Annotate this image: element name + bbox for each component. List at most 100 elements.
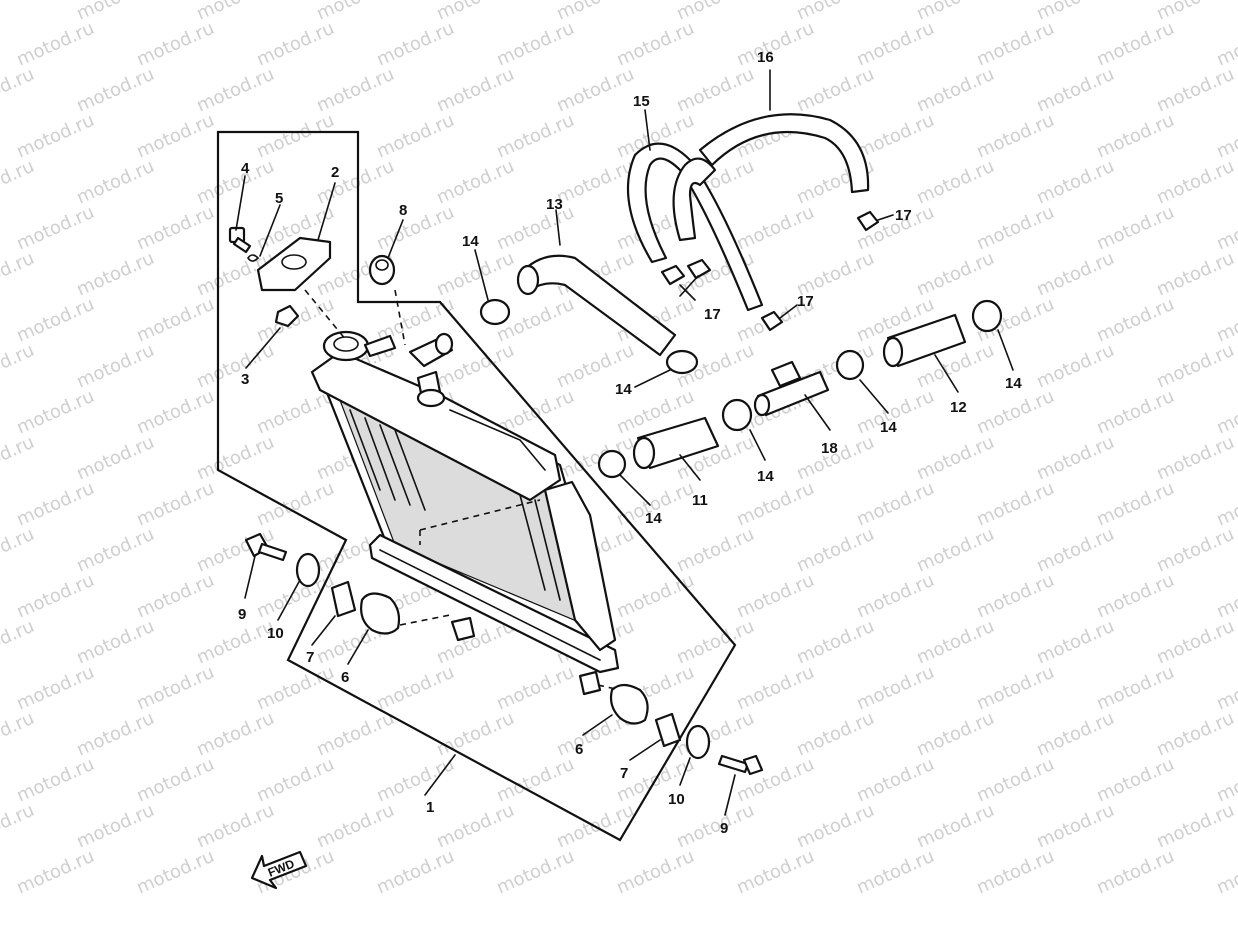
callout-7b: 7: [620, 765, 628, 782]
callout-10b: 10: [668, 791, 685, 808]
watermark-text: motod.ru: [1033, 248, 1117, 301]
watermark-text: motod.ru: [313, 64, 397, 117]
callout-2: 2: [331, 164, 339, 181]
watermark-text: motod.ru: [0, 340, 37, 393]
watermark-text: motod.ru: [493, 846, 577, 899]
watermark-text: motod.ru: [1093, 754, 1177, 807]
watermark-text: motod.ru: [913, 432, 997, 485]
callout-1: 1: [426, 799, 434, 816]
watermark-text: motod.ru: [973, 570, 1057, 623]
watermark-text: motod.ru: [1033, 156, 1117, 209]
watermark-text: motod.ru: [673, 708, 757, 761]
small-clips: [660, 210, 880, 332]
watermark-text: motod.ru: [1213, 846, 1238, 899]
watermark-text: motod.ru: [973, 478, 1057, 531]
watermark-text: motod.ru: [493, 202, 577, 255]
watermark-text: motod.ru: [193, 340, 277, 393]
watermark-text: motod.ru: [913, 800, 997, 853]
watermark-text: motod.ru: [0, 0, 37, 25]
watermark-text: motod.ru: [973, 662, 1057, 715]
watermark-text: motod.ru: [73, 64, 157, 117]
watermark-text: motod.ru: [13, 202, 97, 255]
watermark-text: motod.ru: [1153, 248, 1237, 301]
watermark-text: motod.ru: [1093, 662, 1177, 715]
watermark-text: motod.ru: [733, 662, 817, 715]
callout-14d: 14: [757, 468, 774, 485]
watermark-text: motod.ru: [973, 110, 1057, 163]
watermark-text: motod.ru: [1093, 18, 1177, 71]
lower-hose-11: [632, 416, 720, 470]
watermark-text: motod.ru: [253, 18, 337, 71]
watermark-text: motod.ru: [1213, 754, 1238, 807]
watermark-text: motod.ru: [1153, 708, 1237, 761]
hose-clamps: [479, 298, 1003, 479]
watermark-text: motod.ru: [253, 294, 337, 347]
watermark-text: motod.ru: [1033, 64, 1117, 117]
watermark-text: motod.ru: [73, 432, 157, 485]
watermark-text: motod.ru: [853, 18, 937, 71]
watermark-text: motod.ru: [373, 202, 457, 255]
watermark-text: motod.ru: [613, 570, 697, 623]
watermark-text: motod.ru: [133, 754, 217, 807]
watermark-text: motod.ru: [673, 64, 757, 117]
watermark-text: motod.ru: [973, 202, 1057, 255]
leader-lines: [235, 69, 1014, 816]
watermark-text: motod.ru: [1153, 800, 1237, 853]
watermark-text: motod.ru: [853, 662, 937, 715]
watermark-text: motod.ru: [373, 110, 457, 163]
callout-14b: 14: [615, 381, 632, 398]
callout-17b: 17: [797, 293, 814, 310]
watermark-text: motod.ru: [1213, 294, 1238, 347]
watermark-text: motod.ru: [1153, 340, 1237, 393]
hose-12: [882, 313, 967, 368]
watermark-text: motod.ru: [853, 478, 937, 531]
watermark-text: motod.ru: [13, 662, 97, 715]
watermark-text: motod.ru: [1213, 478, 1238, 531]
cap-clip: [274, 304, 300, 328]
cap-bolt: [228, 226, 252, 254]
watermark-text: motod.ru: [733, 846, 817, 899]
watermark-text: motod.ru: [793, 616, 877, 669]
watermark-text: motod.ru: [793, 800, 877, 853]
callout-15: 15: [633, 93, 650, 110]
callout-17a: 17: [895, 207, 912, 224]
breather-hoses: [626, 113, 870, 312]
watermark-text: motod.ru: [913, 524, 997, 577]
watermark-text: motod.ru: [0, 64, 37, 117]
watermark-text: motod.ru: [13, 570, 97, 623]
watermark-text: motod.ru: [433, 64, 517, 117]
watermark-text: motod.ru: [253, 110, 337, 163]
callout-12: 12: [950, 399, 967, 416]
watermark-text: motod.ru: [793, 64, 877, 117]
watermark-text: motod.ru: [1093, 110, 1177, 163]
watermark-text: motod.ru: [253, 662, 337, 715]
watermark-text: motod.ru: [1033, 800, 1117, 853]
callout-16: 16: [757, 49, 774, 66]
watermark-text: motod.ru: [133, 202, 217, 255]
watermark-text: motod.ru: [673, 800, 757, 853]
watermark-text: motod.ru: [373, 662, 457, 715]
watermark-text: motod.ru: [313, 800, 397, 853]
watermark-text: motod.ru: [133, 386, 217, 439]
watermark-text: motod.ru: [1093, 294, 1177, 347]
watermark-text: motod.ru: [193, 800, 277, 853]
watermark-text: motod.ru: [13, 846, 97, 899]
watermark-text: motod.ru: [73, 708, 157, 761]
callout-13: 13: [546, 196, 563, 213]
watermark-text: motod.ru: [613, 846, 697, 899]
radiator-cap: [256, 236, 332, 292]
watermark-text: motod.ru: [913, 616, 997, 669]
watermark-text: motod.ru: [1093, 386, 1177, 439]
watermark-text: motod.ru: [853, 570, 937, 623]
watermark-text: motod.ru: [193, 156, 277, 209]
callout-17c: 17: [704, 306, 721, 323]
callout-11: 11: [692, 492, 708, 509]
watermark-text: motod.ru: [1093, 846, 1177, 899]
callout-labels: 1 2 3 4 5 6 6 7 7 8 9 9 10 10 11 12 13 1…: [238, 49, 1022, 837]
watermark-text: motod.ru: [733, 202, 817, 255]
radiator: [310, 330, 620, 696]
grommet: [368, 254, 396, 286]
callout-14e: 14: [880, 419, 897, 436]
